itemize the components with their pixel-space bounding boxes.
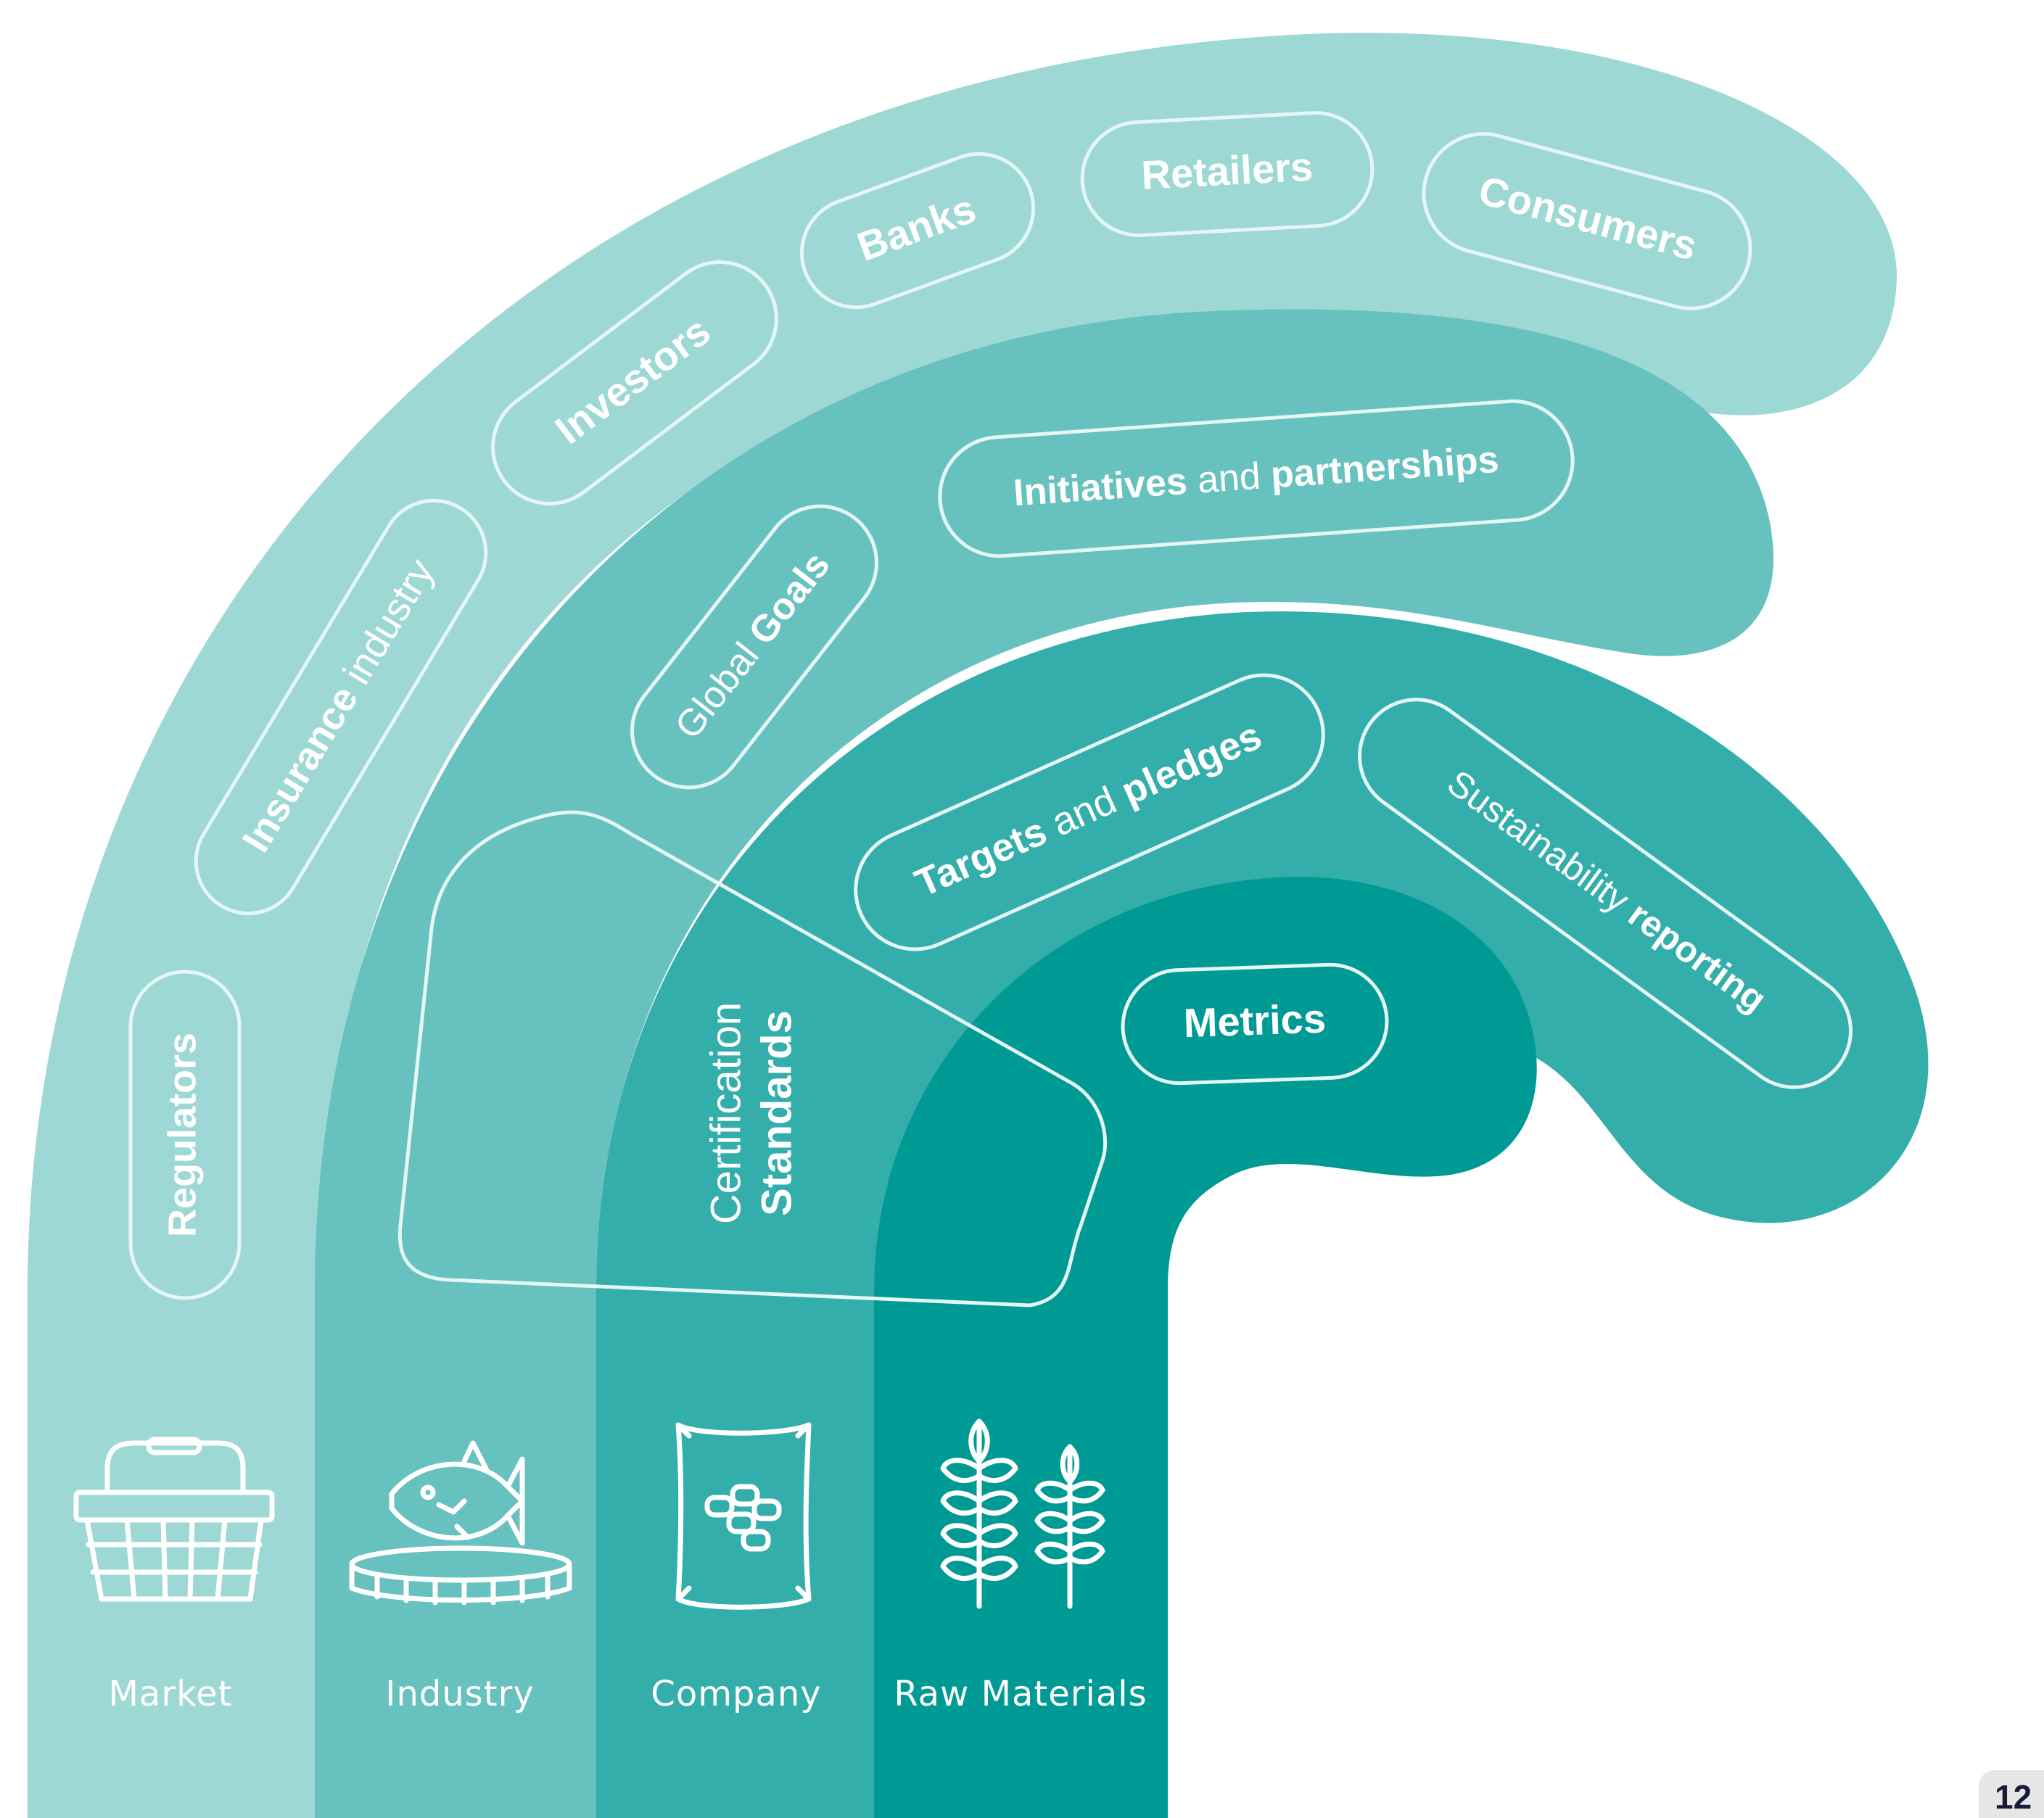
basket-icon xyxy=(73,1437,275,1602)
industry-band xyxy=(315,309,1773,1818)
feed-bag-icon xyxy=(675,1422,812,1610)
raw-materials-label: Raw Materials xyxy=(894,1674,1147,1714)
separator-market-industry xyxy=(273,1668,315,1722)
company-label: Company xyxy=(651,1674,821,1714)
metrics-label: Metrics xyxy=(1183,995,1327,1046)
certification-line1: Certification xyxy=(702,1002,749,1224)
certification-outline xyxy=(397,810,1108,1307)
page-number-badge: 12 xyxy=(1979,1770,2044,1818)
metrics-pill: Metrics xyxy=(1121,962,1389,1086)
regulators-pill: Regulators xyxy=(128,970,242,1300)
retailers-pill: Retailers xyxy=(1080,111,1375,237)
retailers-label: Retailers xyxy=(1140,144,1314,198)
initiatives-label: Initiatives and partnerships xyxy=(1012,438,1500,514)
market-label: Market xyxy=(109,1674,233,1714)
fish-net-icon xyxy=(349,1440,572,1606)
certification-line2: Standards xyxy=(753,1010,800,1216)
separator-company-raw xyxy=(834,1668,874,1722)
initiatives-pill: Initiatives and partnerships xyxy=(938,399,1575,558)
industry-label: Industry xyxy=(385,1674,534,1714)
company-band xyxy=(596,611,1929,1818)
market-band xyxy=(28,33,1897,1818)
wheat-icon xyxy=(940,1418,1105,1609)
regulators-label: Regulators xyxy=(160,1033,204,1237)
page-number: 12 xyxy=(1995,1778,2032,1816)
separator-industry-company xyxy=(556,1668,596,1722)
certification-text: Certification Standards xyxy=(702,1002,800,1224)
raw-materials-band xyxy=(874,877,1537,1818)
